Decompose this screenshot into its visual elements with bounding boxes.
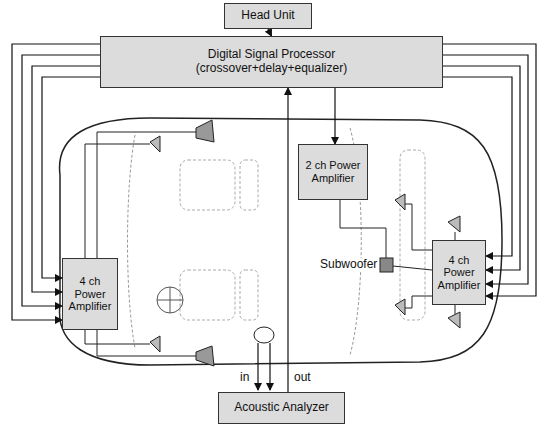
seat: [180, 270, 235, 320]
signal-label: in: [238, 371, 251, 384]
speaker-wire: [405, 204, 432, 250]
component-label: Subwoofer: [318, 258, 379, 271]
node-text: Head Unit: [228, 9, 308, 23]
rear-speaker: [448, 216, 460, 232]
car-body: [60, 118, 502, 365]
node-text: (crossover+delay+equalizer): [104, 62, 439, 76]
speaker-wire: [405, 296, 432, 308]
signal-connector: [443, 77, 512, 256]
amplifier-box: 2 ch Power Amplifier: [298, 144, 368, 200]
woofer-symbol: [196, 346, 214, 366]
steering-wheel: [157, 287, 183, 313]
speaker-wire: [97, 132, 196, 258]
woofer-symbol: [196, 120, 214, 142]
seat: [180, 160, 235, 210]
analyzer-box: Acoustic Analyzer: [218, 392, 345, 424]
node-text: 4 ch Power Amplifier: [436, 254, 482, 292]
seat-back: [240, 270, 258, 320]
node-text: Digital Signal Processor: [104, 48, 439, 62]
speaker-wire: [85, 144, 150, 258]
amplifier-box: 4 ch Power Amplifier: [62, 258, 118, 330]
signal-connector: [334, 88, 335, 144]
speaker-wire: [455, 232, 456, 240]
rear-speaker: [395, 194, 405, 210]
dsp-box: Digital Signal Processor(crossover+delay…: [100, 36, 443, 88]
rear-speaker: [448, 312, 460, 328]
mic-signal-line: [257, 343, 258, 390]
tweeter-symbol: [150, 336, 160, 352]
node-text: 2 ch Power Amplifier: [302, 159, 364, 184]
signal-connector: [42, 77, 100, 278]
steering-wheel: [170, 287, 171, 313]
seat-back: [240, 160, 258, 210]
speaker-wire: [97, 330, 196, 356]
speaker-wire: [340, 200, 386, 258]
signal-connector: [287, 88, 288, 392]
speaker-wire: [393, 266, 432, 270]
rear-speaker: [395, 299, 405, 315]
signal-label: out: [292, 371, 313, 384]
subwoofer-symbol: [380, 258, 393, 272]
head-unit-box: Head Unit: [224, 3, 312, 29]
windshield: [128, 135, 136, 348]
mic-signal-line: [269, 343, 270, 390]
amplifier-box: 4 ch Power Amplifier: [432, 240, 486, 305]
listener-head: [254, 327, 274, 343]
node-text: Acoustic Analyzer: [222, 401, 341, 415]
speaker-wire: [85, 330, 150, 344]
signal-connector: [268, 29, 272, 36]
node-text: 4 ch Power Amplifier: [66, 275, 114, 313]
tweeter-symbol: [150, 136, 160, 152]
speaker-wire: [455, 305, 456, 314]
